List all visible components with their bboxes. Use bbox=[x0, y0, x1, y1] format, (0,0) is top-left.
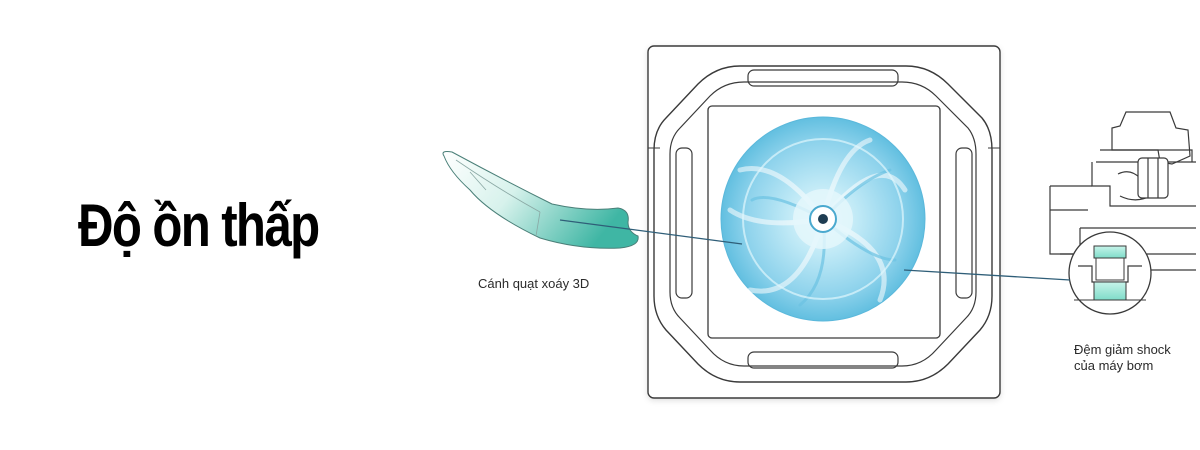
page-title: Độ ồn thấp bbox=[78, 192, 320, 259]
shock-caption-line-1: Đệm giảm shock bbox=[1074, 342, 1171, 357]
damper-leader-line bbox=[903, 269, 1071, 281]
turbo-fan bbox=[720, 116, 926, 322]
blade-caption: Cánh quạt xoáy 3D bbox=[478, 276, 590, 291]
blade-illustration bbox=[442, 151, 639, 249]
pump-assembly bbox=[1049, 111, 1196, 271]
blade-leader-line bbox=[559, 219, 743, 245]
shock-damper-caption: Đệm giảm shock của máy bơm bbox=[1074, 342, 1171, 374]
shock-damper-detail bbox=[1068, 231, 1152, 315]
shock-caption-line-2: của máy bơm bbox=[1074, 358, 1154, 373]
